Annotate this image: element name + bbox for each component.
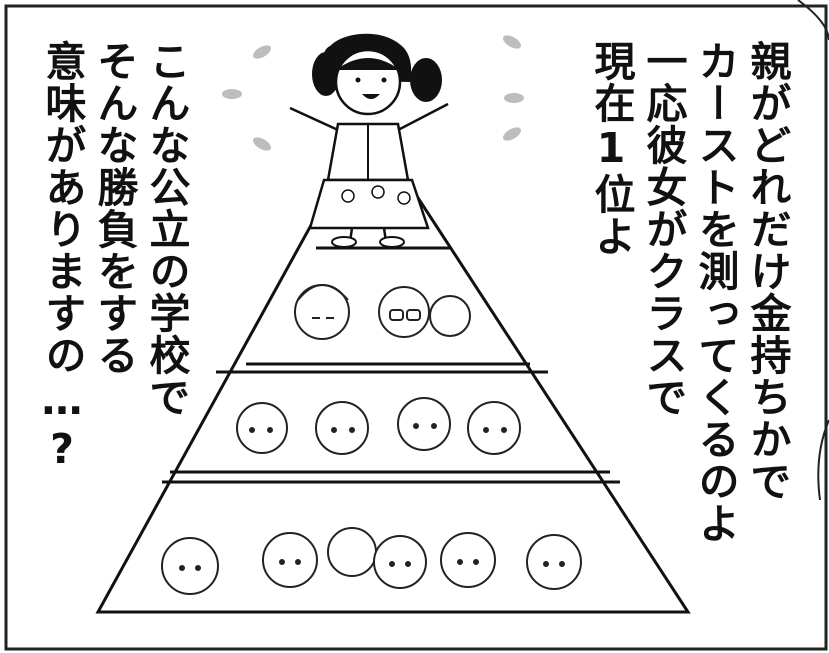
speech-text-left: こんな公立の学校で そんな勝負をする 意味がありますの…?: [22, 40, 192, 600]
speech-line: 現在1位よ: [587, 40, 635, 257]
speech-line: カーストを測ってくるのよ: [691, 40, 739, 544]
panel-border: [4, 4, 828, 651]
tier-4-students: [161, 527, 582, 595]
balloon-edge-right: [817, 419, 829, 501]
tier-3-students: [236, 397, 521, 455]
speech-line: 一応彼女がクラスで: [639, 40, 687, 418]
speech-line: 親がどれだけ金持ちかで: [743, 40, 791, 502]
tier-2-students: [294, 284, 471, 340]
speech-line: 意味がありますの…?: [38, 40, 86, 474]
speech-text-right: 親がどれだけ金持ちかで カーストを測ってくるのよ 一応彼女がクラスで 現在1位よ: [587, 40, 793, 560]
sparkle-effects: [222, 35, 524, 151]
speech-line: そんな勝負をする: [90, 40, 138, 376]
top-girl-character: [289, 33, 449, 248]
speech-line: こんな公立の学校で: [142, 40, 190, 418]
